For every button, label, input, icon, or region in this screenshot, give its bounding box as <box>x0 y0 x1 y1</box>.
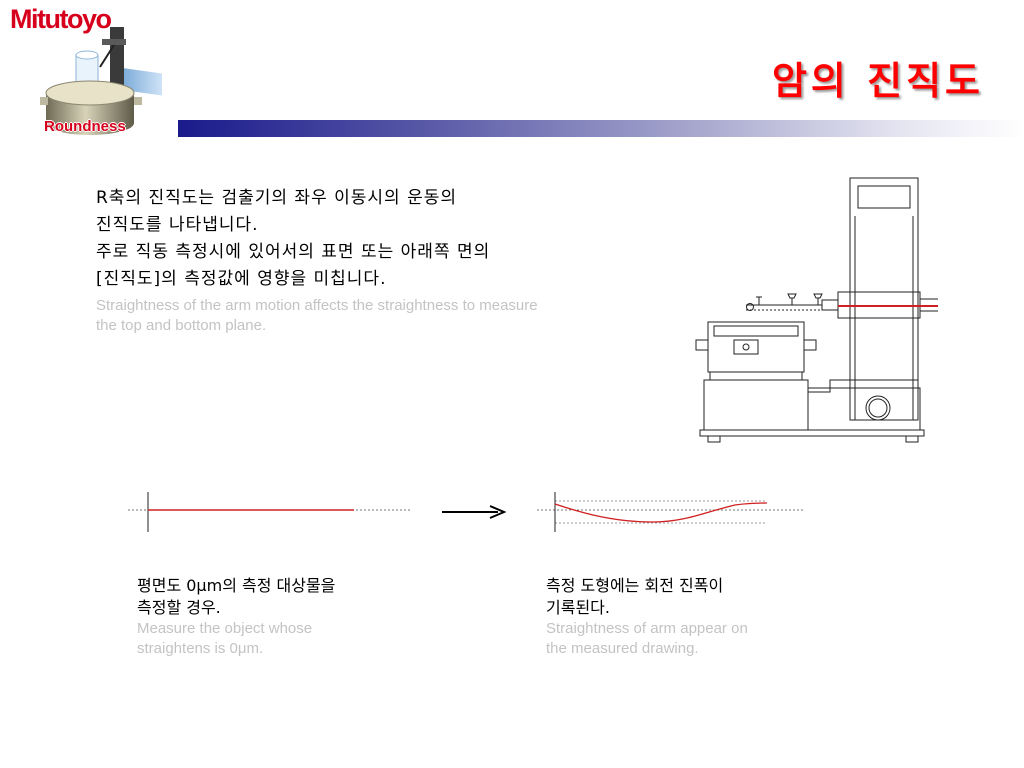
right-arrow-icon <box>442 505 507 519</box>
title-gradient-bar <box>178 120 1024 137</box>
logo-tagline: Roundness <box>44 118 126 135</box>
korean-line: 진직도를 나타냅니다. <box>96 215 259 235</box>
left-caption: 평면도 0μm의 측정 대상물을 측정할 경우. Measure the obj… <box>137 575 427 659</box>
english-line: the top and bottom plane. <box>96 317 267 334</box>
roundness-tester-diagram <box>695 177 938 443</box>
measured-trace-curve <box>554 502 768 523</box>
caption-english-line: Straightness of arm appear on <box>546 620 748 637</box>
flat-object-trace-plot <box>128 492 410 532</box>
korean-line: R축의 진직도는 검출기의 좌우 이동시의 운동의 <box>96 188 457 208</box>
korean-description: R축의 진직도는 검출기의 좌우 이동시의 운동의 진직도를 나타냅니다. 주로… <box>96 185 652 293</box>
korean-line: [진직도]의 측정값에 영향을 미칩니다. <box>96 269 387 289</box>
caption-korean-line: 평면도 0μm의 측정 대상물을 <box>137 576 336 595</box>
right-caption: 측정 도형에는 회전 진폭이 기록된다. Straightness of arm… <box>546 575 836 659</box>
caption-english-line: straightens is 0μm. <box>137 640 264 657</box>
korean-line: 주로 직동 측정시에 있어서의 표면 또는 아래쪽 면의 <box>96 242 491 262</box>
measured-trace-plot <box>537 492 805 532</box>
roundness-machine-logo-icon <box>40 27 162 135</box>
caption-korean-line: 측정할 경우. <box>137 598 221 617</box>
caption-korean-line: 측정 도형에는 회전 진폭이 <box>546 576 724 595</box>
caption-english-line: Measure the object whose <box>137 620 313 637</box>
english-line: Straightness of the arm motion affects t… <box>96 297 538 314</box>
brand-logo: Mitutoyo <box>10 4 112 34</box>
slide-title: 암의 진직도 <box>771 59 984 103</box>
caption-english-line: the measured drawing. <box>546 640 699 657</box>
caption-korean-line: 기록된다. <box>546 598 610 617</box>
english-description: Straightness of the arm motion affects t… <box>96 296 652 336</box>
